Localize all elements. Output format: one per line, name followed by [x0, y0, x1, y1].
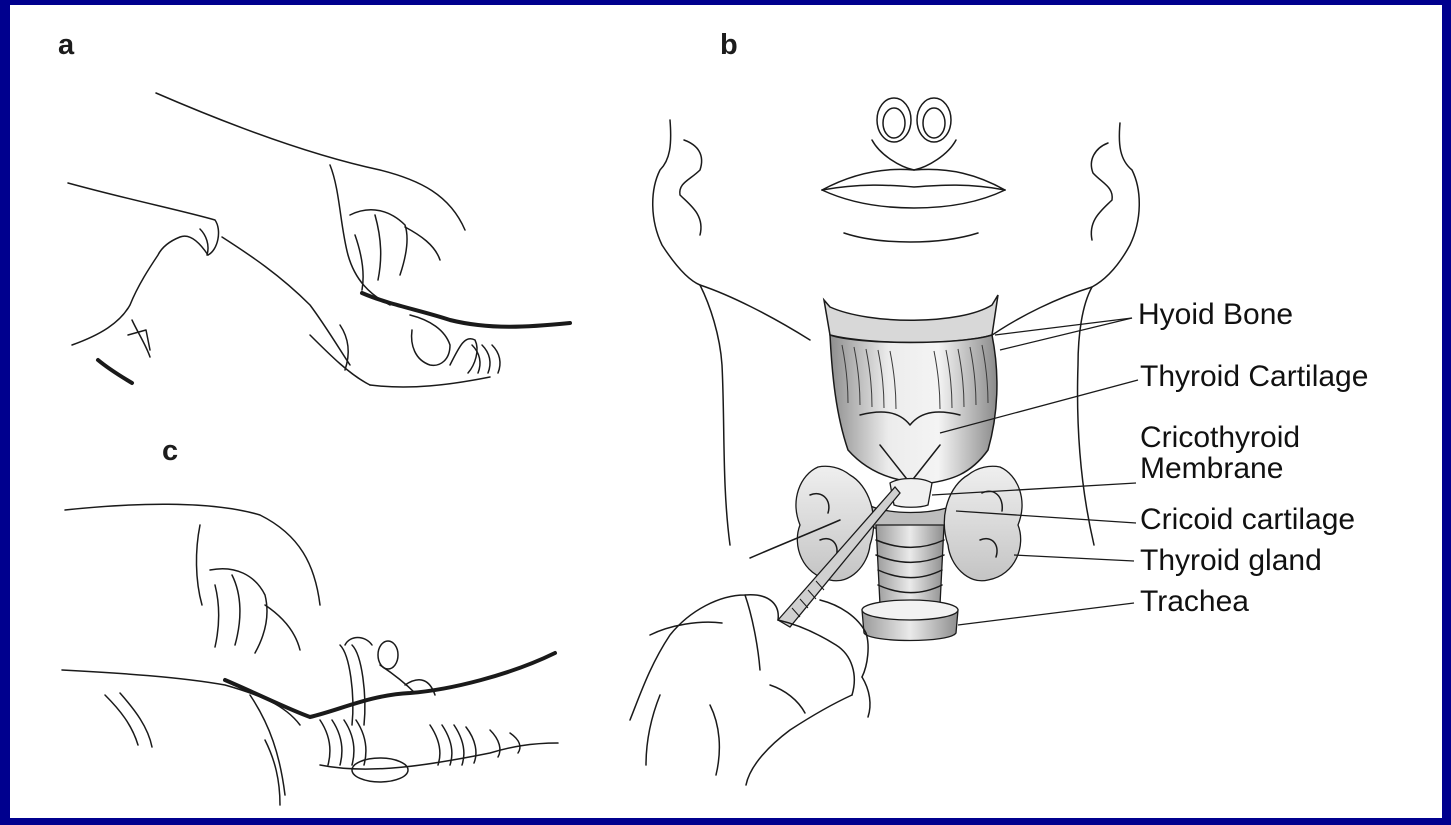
panel-c-drawing: [62, 504, 558, 805]
label-cricoid-cartilage: Cricoid cartilage: [1140, 505, 1355, 536]
panel-label-a: a: [58, 31, 74, 60]
figure-frame: a b c Hyoid Bone Thyroid Cartilage Crico…: [10, 5, 1442, 818]
panel-b-drawing: [630, 98, 1139, 785]
label-trachea: Trachea: [1140, 587, 1249, 618]
panel-label-c: c: [162, 437, 178, 466]
label-thyroid-cartilage: Thyroid Cartilage: [1140, 362, 1368, 393]
label-thyroid-gland: Thyroid gland: [1140, 546, 1322, 577]
panel-label-b: b: [720, 31, 738, 60]
label-hyoid-bone: Hyoid Bone: [1138, 300, 1293, 331]
cricothyrotomy-illustration: [10, 5, 1442, 818]
panel-a-drawing: [68, 93, 570, 387]
label-cricothyroid-membrane: Cricothyroid Membrane: [1140, 423, 1300, 484]
